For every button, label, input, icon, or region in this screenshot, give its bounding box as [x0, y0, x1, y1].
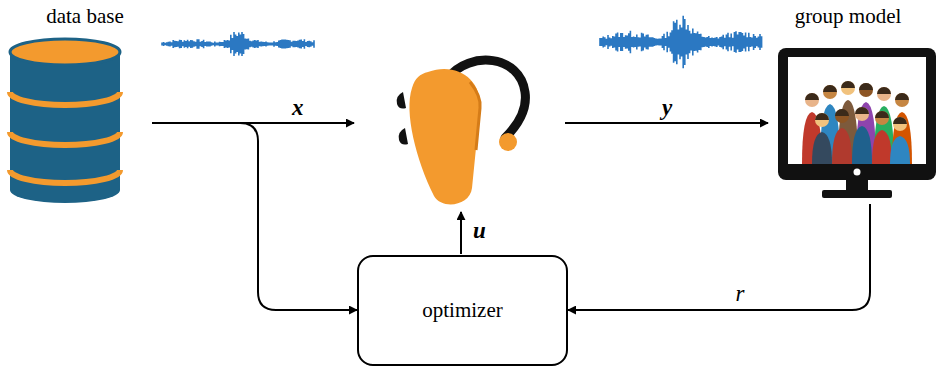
node-heading: data base	[2, 4, 168, 29]
output-waveform	[600, 16, 762, 69]
process-box: optimizer	[357, 255, 568, 366]
edge-label: r	[734, 282, 747, 305]
node-label: optimizer	[422, 298, 502, 323]
signal-name: y	[660, 96, 674, 119]
signal-y-line	[565, 122, 768, 124]
monitor-node: group model	[756, 4, 940, 204]
hearing-aid	[397, 60, 526, 204]
input-waveform	[162, 32, 314, 56]
group-photo	[802, 81, 912, 164]
signal-name: u	[471, 219, 488, 242]
database-icon	[10, 39, 120, 203]
node-heading: group model	[756, 4, 940, 29]
signal-name: x	[290, 96, 306, 119]
signal-connector	[568, 204, 870, 310]
database-node: data base	[2, 4, 168, 210]
signal-u-line	[460, 212, 462, 254]
signal-connector	[168, 123, 357, 310]
monitor-icon	[778, 48, 936, 198]
